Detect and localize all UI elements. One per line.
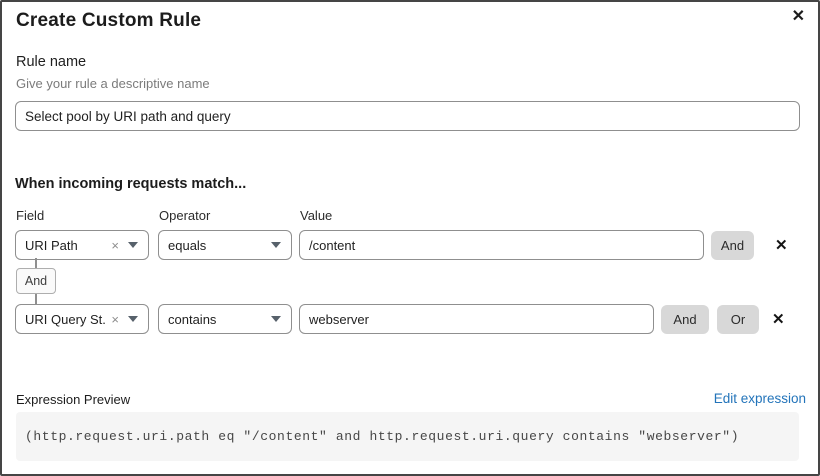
field-select-row1[interactable]: URI Path × [15,230,149,260]
field-column-label: Field [16,208,45,223]
operator-column-label: Operator [159,208,211,223]
and-connector-badge: And [16,268,56,294]
match-heading: When incoming requests match... [15,176,247,192]
or-button-row2[interactable]: Or [717,305,759,334]
rule-name-input[interactable] [15,101,800,131]
chevron-down-icon [128,242,138,248]
clear-field-icon-row1[interactable]: × [111,237,119,253]
field-select-row2-value: URI Query St... [25,311,108,327]
operator-select-row2-value: contains [168,311,217,327]
operator-select-row2[interactable]: contains [158,304,292,334]
operator-select-row1-value: equals [168,237,207,253]
value-column-label: Value [300,208,333,223]
operator-select-row1[interactable]: equals [158,230,292,260]
expression-preview-label: Expression Preview [16,392,131,407]
chevron-down-icon [271,316,281,322]
chevron-down-icon [128,316,138,322]
rule-name-label: Rule name [16,54,87,70]
delete-row2-icon[interactable]: ✕ [772,311,785,328]
value-input-row1[interactable] [299,230,704,260]
and-button-row1[interactable]: And [711,231,754,260]
edit-expression-link[interactable]: Edit expression [713,391,806,406]
clear-field-icon-row2[interactable]: × [111,311,119,327]
expression-code: (http.request.uri.path eq "/content" and… [25,429,740,444]
delete-row1-icon[interactable]: ✕ [775,237,788,254]
expression-preview-block: (http.request.uri.path eq "/content" and… [16,412,799,461]
field-select-row1-value: URI Path [25,237,78,253]
close-icon[interactable]: ✕ [791,8,805,25]
and-button-row2[interactable]: And [661,305,709,334]
value-input-row2[interactable] [299,304,654,334]
chevron-down-icon [271,242,281,248]
dialog-title: Create Custom Rule [16,10,202,31]
rule-name-hint: Give your rule a descriptive name [16,76,210,91]
field-select-row2[interactable]: URI Query St... × [15,304,149,334]
